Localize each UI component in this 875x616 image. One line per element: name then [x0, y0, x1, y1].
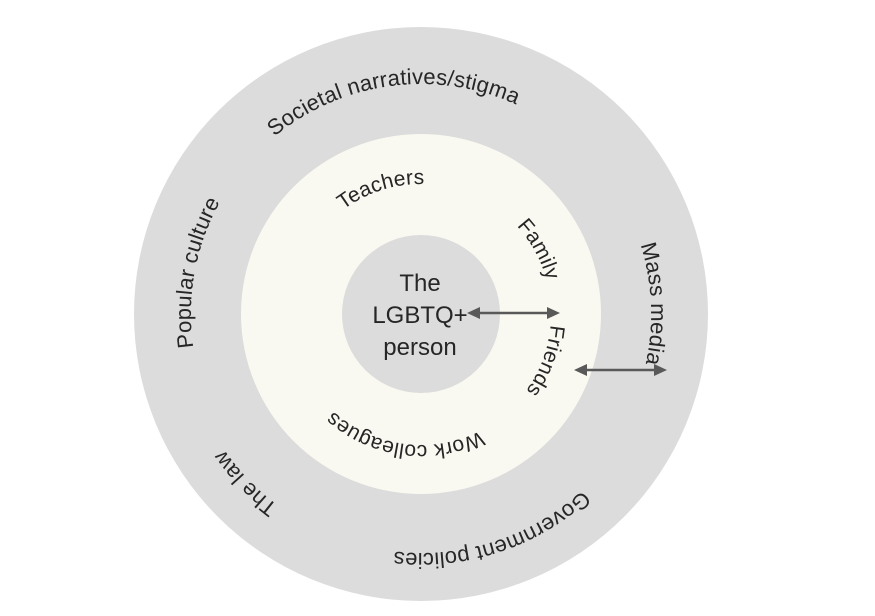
center-to-middle-ring-arrow — [467, 307, 560, 319]
middle-to-outer-ring-arrow — [574, 364, 667, 376]
center-circle — [342, 235, 500, 393]
center-text-line2: LGBTQ+ — [372, 302, 467, 329]
center-text-line3: person — [383, 334, 456, 361]
arrowhead-left-icon — [467, 307, 480, 319]
arrowhead-left-icon — [574, 364, 587, 376]
arrowhead-right-icon — [547, 307, 560, 319]
center-text-line1: The — [399, 270, 440, 297]
arrowhead-right-icon — [654, 364, 667, 376]
